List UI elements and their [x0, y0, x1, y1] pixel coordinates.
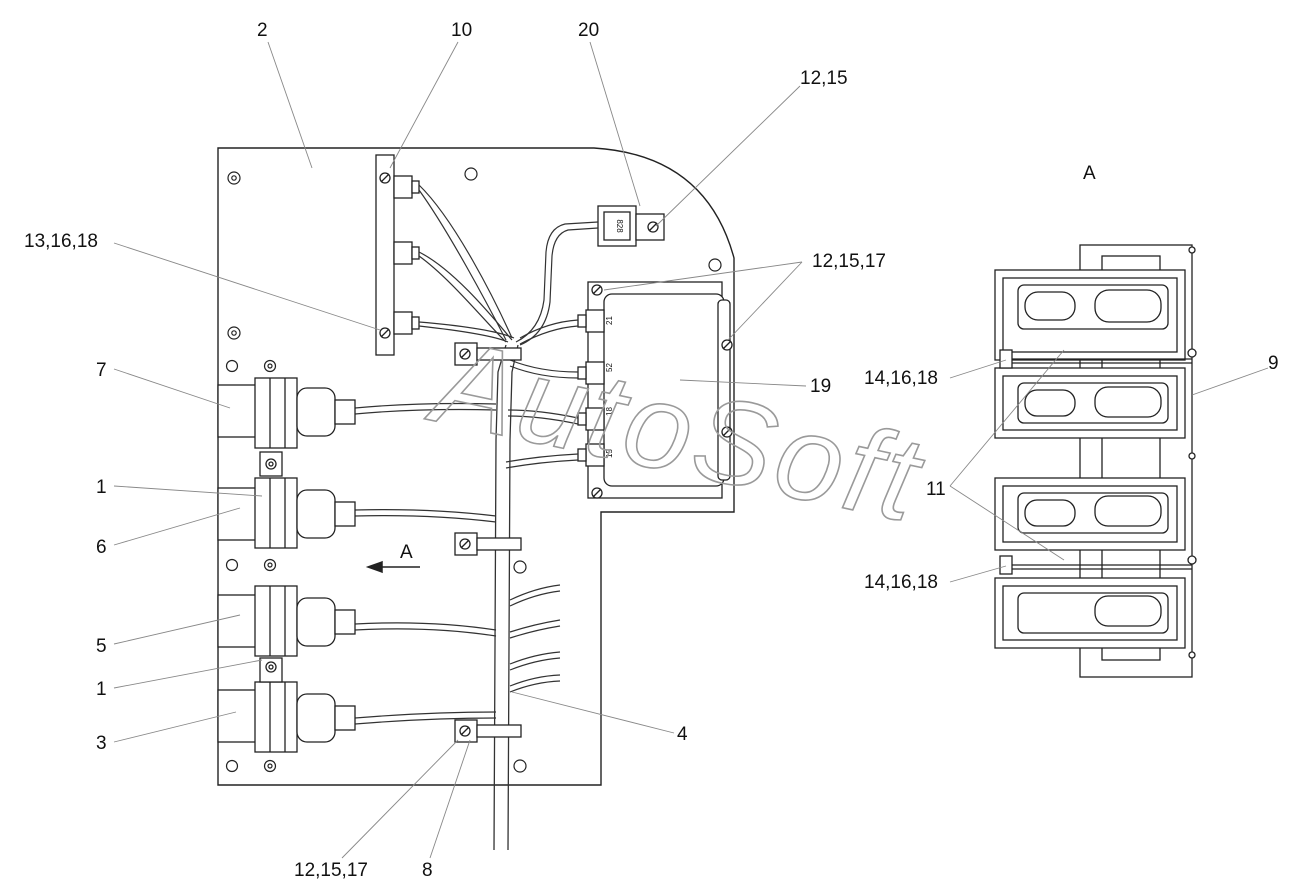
label-14-16-18-lower: 14,16,18 [864, 572, 938, 593]
relay-pin-marks: 21 52 18 15 [605, 316, 614, 458]
label-14-16-18-upper: 14,16,18 [864, 368, 938, 389]
wires-terminal [418, 184, 515, 343]
part-labels: 2 10 20 12,15 13,16,18 12,15,17 19 7 1 6… [24, 20, 1279, 881]
relay-mark-2: 52 [605, 363, 614, 372]
label-6: 6 [96, 537, 107, 558]
wires-connectors [354, 402, 497, 725]
fuse-mark: 828 [615, 219, 624, 233]
label-12-15-17-right: 12,15,17 [812, 251, 886, 272]
label-12-15-17-bottom: 12,15,17 [294, 860, 368, 881]
view-arrow [365, 560, 420, 574]
label-12-15-top: 12,15 [800, 68, 848, 89]
connector-sockets [217, 377, 356, 753]
relay-mark-1: 21 [605, 316, 614, 325]
label-9: 9 [1268, 353, 1279, 374]
label-4: 4 [677, 724, 688, 745]
wires-cut [509, 584, 561, 693]
label-8: 8 [422, 860, 433, 881]
label-11: 11 [926, 479, 946, 500]
relay-mark-3: 18 [605, 407, 614, 416]
plate-holes [225, 167, 722, 773]
label-13-16-18: 13,16,18 [24, 231, 98, 252]
label-1-lower: 1 [96, 679, 107, 700]
label-3: 3 [96, 733, 107, 754]
view-a-assembly [994, 244, 1197, 678]
label-5: 5 [96, 636, 107, 657]
label-10: 10 [451, 20, 472, 41]
label-1-upper: 1 [96, 477, 107, 498]
view-a-title: A [1083, 163, 1096, 184]
fuse-holder: 828 [597, 205, 665, 247]
relay-mark-4: 15 [605, 449, 614, 458]
label-7: 7 [96, 360, 107, 381]
label-2: 2 [257, 20, 268, 41]
leader-lines [113, 41, 1269, 859]
harness-clamps [454, 342, 522, 743]
relay-body [577, 293, 733, 487]
label-20: 20 [578, 20, 599, 41]
wires-relay [505, 319, 579, 469]
label-19: 19 [810, 376, 831, 397]
arrow-label-a: A [400, 542, 413, 563]
terminal-block [375, 154, 420, 356]
wires-fuse [515, 221, 599, 346]
